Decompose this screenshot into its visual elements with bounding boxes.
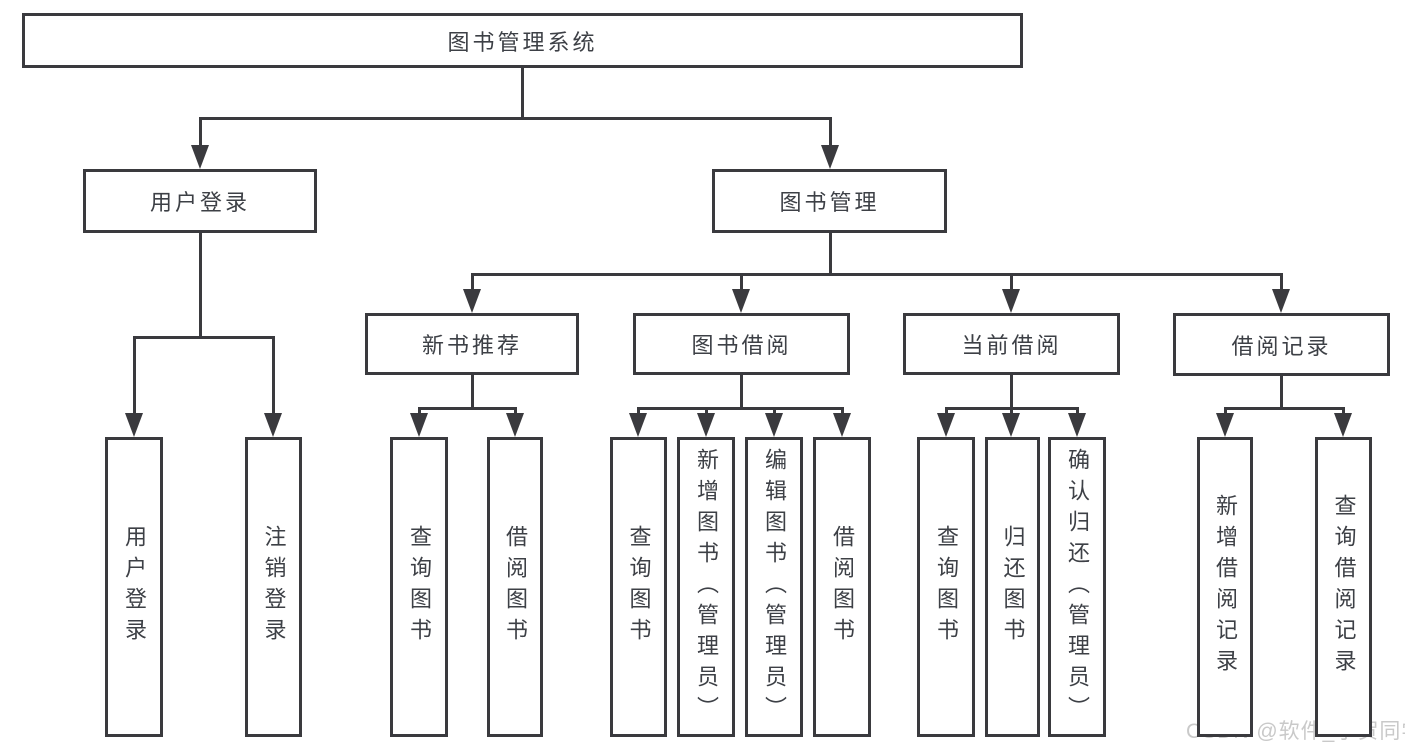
connector-drop-current-borrow [1075, 407, 1079, 415]
connector-drop-book-management [1009, 273, 1013, 291]
node-leaf-query-book-3: 查询图书 [917, 437, 975, 737]
arrow-down-icon [1334, 413, 1352, 437]
node-label-leaf-return-book: 归还图书 [1000, 525, 1026, 649]
arrow-down-icon [697, 413, 715, 437]
node-leaf-return-book: 归还图书 [985, 437, 1040, 737]
connector-drop-borrow-record [1341, 407, 1345, 415]
node-leaf-logout: 注销登录 [245, 437, 302, 737]
arrow-down-icon [1272, 289, 1290, 313]
connector-drop-book-management [739, 273, 743, 291]
arrow-down-icon [1002, 289, 1020, 313]
connector-bar-user-login [132, 336, 275, 339]
connector-bar-root [198, 117, 832, 120]
connector-drop-user-login [132, 336, 136, 415]
connector-stem-book-management [828, 233, 832, 276]
connector-drop-current-borrow [944, 407, 948, 415]
connector-drop-new-book-recommend [513, 407, 517, 415]
node-leaf-user-login: 用户登录 [105, 437, 163, 737]
node-leaf-borrow-book-1: 借阅图书 [487, 437, 543, 737]
connector-drop-book-borrow [772, 407, 776, 415]
node-label-new-book-recommend: 新书推荐 [421, 333, 522, 358]
node-leaf-query-borrow-record: 查询借阅记录 [1315, 437, 1372, 737]
connector-stem-book-borrow [739, 375, 743, 410]
node-user-login: 用户登录 [83, 169, 317, 233]
node-leaf-add-book: 新增图书（管理员） [677, 437, 735, 737]
node-leaf-add-borrow-record: 新增借阅记录 [1197, 437, 1253, 737]
node-label-leaf-borrow-book-1: 借阅图书 [503, 525, 528, 649]
node-leaf-query-book-2: 查询图书 [610, 437, 667, 737]
arrow-down-icon [463, 289, 481, 313]
connector-drop-book-management [470, 273, 474, 291]
node-label-book-borrow: 图书借阅 [691, 333, 792, 358]
connector-drop-book-borrow [840, 407, 844, 415]
connector-drop-root [828, 117, 832, 147]
arrow-down-icon [765, 413, 783, 437]
connector-stem-root [520, 68, 524, 120]
arrow-down-icon [1002, 413, 1020, 437]
node-leaf-edit-book: 编辑图书（管理员） [745, 437, 803, 737]
node-label-book-management: 图书管理 [779, 190, 880, 215]
node-label-leaf-user-login: 用户登录 [122, 525, 147, 649]
arrow-down-icon [125, 413, 143, 437]
arrow-down-icon [732, 289, 750, 313]
node-label-leaf-edit-book: 编辑图书（管理员） [762, 447, 787, 727]
arrow-down-icon [410, 413, 428, 437]
arrow-down-icon [821, 145, 839, 169]
connector-drop-book-borrow [636, 407, 640, 415]
node-label-leaf-query-book-3: 查询图书 [934, 525, 959, 649]
node-label-leaf-query-book-1: 查询图书 [407, 525, 432, 649]
node-label-leaf-query-borrow-record: 查询借阅记录 [1331, 494, 1357, 680]
node-book-management: 图书管理 [712, 169, 947, 233]
node-label-root: 图书管理系统 [447, 29, 598, 55]
node-current-borrow: 当前借阅 [903, 313, 1120, 375]
arrow-down-icon [833, 413, 851, 437]
node-leaf-borrow-book-2: 借阅图书 [813, 437, 871, 737]
connector-drop-book-borrow [704, 407, 708, 415]
arrow-down-icon [506, 413, 524, 437]
connector-stem-current-borrow [1009, 375, 1013, 410]
connector-drop-book-management [1279, 273, 1283, 291]
connector-drop-current-borrow [1009, 407, 1013, 415]
connector-bar-new-book-recommend [417, 407, 517, 410]
node-root: 图书管理系统 [22, 13, 1023, 68]
node-label-leaf-query-book-2: 查询图书 [626, 525, 652, 649]
connector-drop-new-book-recommend [417, 407, 421, 415]
node-new-book-recommend: 新书推荐 [365, 313, 579, 375]
node-label-leaf-borrow-book-2: 借阅图书 [830, 525, 855, 649]
node-leaf-confirm-return: 确认归还（管理员） [1048, 437, 1106, 737]
arrow-down-icon [1068, 413, 1086, 437]
arrow-down-icon [937, 413, 955, 437]
connector-drop-root [198, 117, 202, 147]
arrow-down-icon [191, 145, 209, 169]
node-label-leaf-confirm-return: 确认归还（管理员） [1065, 447, 1090, 727]
node-book-borrow: 图书借阅 [633, 313, 850, 375]
node-label-user-login: 用户登录 [149, 190, 250, 215]
node-leaf-query-book-1: 查询图书 [390, 437, 448, 737]
connector-bar-book-borrow [636, 407, 844, 410]
connector-drop-user-login [271, 336, 275, 415]
node-borrow-record: 借阅记录 [1173, 313, 1390, 376]
node-label-leaf-logout: 注销登录 [261, 525, 287, 649]
node-label-leaf-add-borrow-record: 新增借阅记录 [1213, 494, 1238, 680]
arrow-down-icon [264, 413, 282, 437]
connector-bar-borrow-record [1223, 407, 1345, 410]
node-label-current-borrow: 当前借阅 [961, 333, 1062, 358]
connector-stem-user-login [198, 233, 202, 339]
connector-drop-borrow-record [1223, 407, 1227, 415]
arrow-down-icon [1216, 413, 1234, 437]
connector-stem-new-book-recommend [470, 375, 474, 410]
connector-stem-borrow-record [1279, 375, 1283, 410]
node-label-borrow-record: 借阅记录 [1231, 333, 1332, 359]
arrow-down-icon [629, 413, 647, 437]
connector-bar-book-management [470, 273, 1283, 276]
node-label-leaf-add-book: 新增图书（管理员） [694, 447, 719, 727]
